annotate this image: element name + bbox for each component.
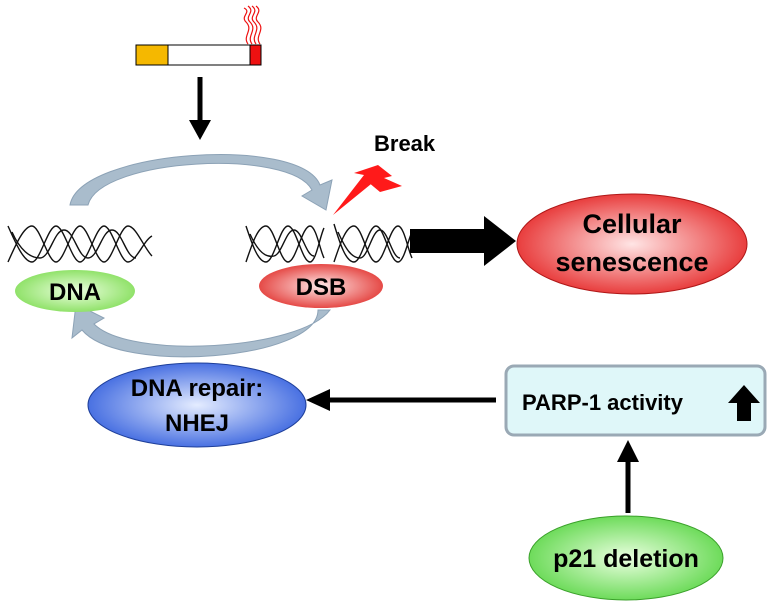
dna-repair-line2: NHEJ: [165, 410, 229, 437]
cellular-senescence-node: Cellular senescence: [516, 193, 748, 295]
cellular-senescence-line2: senescence: [555, 247, 708, 277]
break-label: Break: [374, 131, 436, 156]
cellular-senescence-line1: Cellular: [582, 209, 682, 239]
lightning-bolt-icon: [333, 165, 402, 215]
parp-activity-box: PARP-1 activity: [504, 364, 767, 437]
curved-arrow-dna-to-dsb: [69, 154, 333, 211]
dsb-to-senescence-arrow: [410, 216, 516, 266]
parp-activity-label: PARP-1 activity: [522, 390, 684, 415]
dna-repair-node: DNA repair: NHEJ: [87, 362, 307, 448]
cigarette-down-arrow: [189, 77, 211, 140]
parp-to-repair-arrow: [306, 389, 496, 411]
dna-node: DNA: [15, 270, 135, 312]
dna-helix: [7, 225, 153, 263]
curved-arrow-dsb-to-dna: [71, 303, 332, 358]
cigarette-icon: [135, 5, 262, 66]
p21-to-parp-arrow: [617, 440, 639, 513]
up-arrow-icon: [728, 385, 760, 421]
dna-label: DNA: [49, 279, 101, 306]
dna-repair-line1: DNA repair:: [131, 375, 263, 402]
dsb-label: DSB: [296, 274, 347, 301]
smoke-icon: [243, 5, 262, 45]
p21-deletion-node: p21 deletion: [528, 515, 724, 601]
p21-deletion-label: p21 deletion: [553, 545, 699, 573]
dsb-node: DSB: [259, 264, 383, 308]
dsb-broken-helix: [245, 223, 413, 263]
